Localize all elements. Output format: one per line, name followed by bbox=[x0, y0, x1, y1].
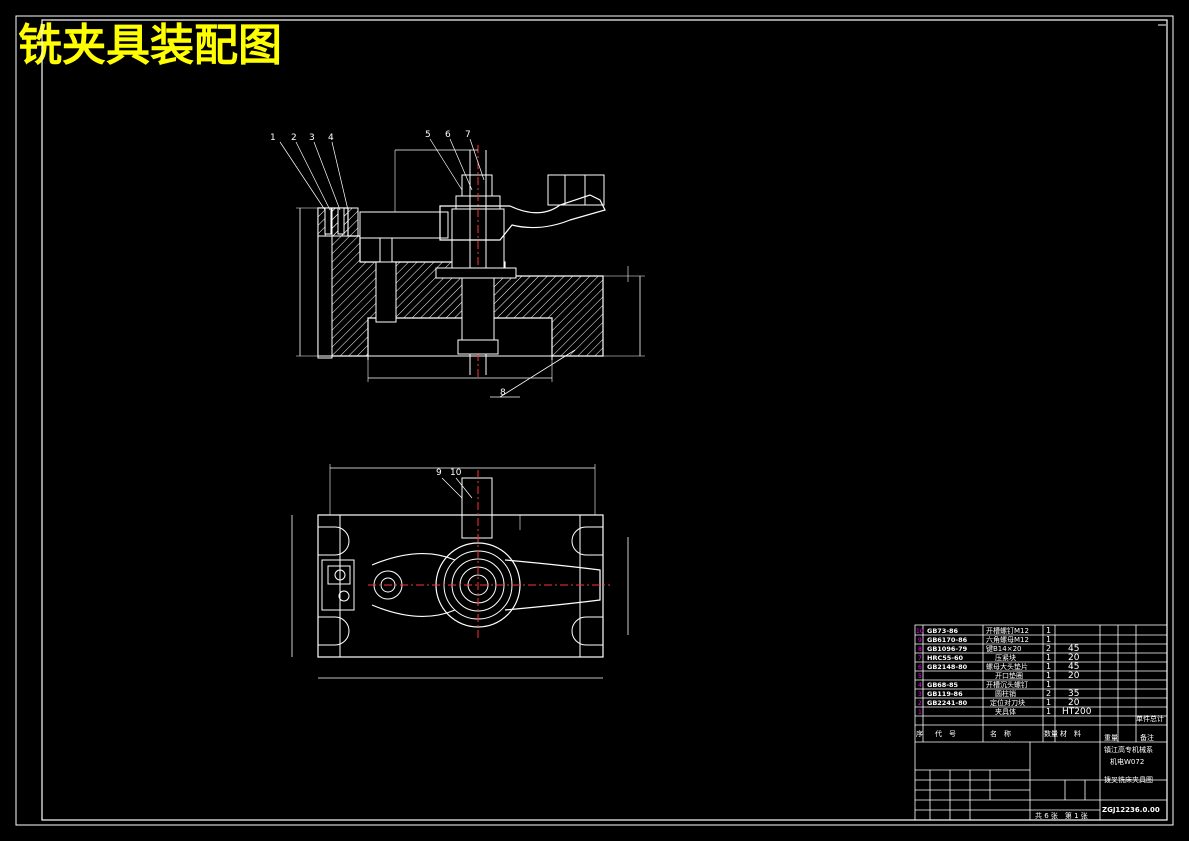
bom-material: HT200 bbox=[1062, 707, 1092, 717]
bom-no: 8 bbox=[918, 646, 922, 653]
bom-material: 35 bbox=[1068, 689, 1079, 699]
bom-header-name: 名 称 bbox=[990, 729, 1011, 738]
bom-code: GB2148-80 bbox=[927, 663, 968, 671]
balloon-2: 2 bbox=[291, 133, 297, 143]
bom-material: 45 bbox=[1068, 662, 1079, 672]
bom-qty: 1 bbox=[1046, 671, 1051, 680]
drawing-title: 铣夹具装配图 bbox=[18, 20, 282, 71]
bom-code: HRC55-60 bbox=[927, 654, 963, 662]
balloon-3: 3 bbox=[309, 133, 315, 143]
bom-no: 9 bbox=[918, 637, 922, 644]
bom-no: 1 bbox=[918, 709, 922, 716]
bom-name: 开槽沉头螺钉 bbox=[986, 680, 1028, 689]
bom-name: 定位对刀块 bbox=[990, 698, 1025, 707]
bom-qty: 1 bbox=[1046, 680, 1051, 689]
bom-qty: 1 bbox=[1046, 626, 1051, 635]
bom-no: 5 bbox=[918, 673, 922, 680]
class-name: 机电W072 bbox=[1110, 757, 1144, 766]
bom-header-no: 序 bbox=[916, 729, 923, 738]
bom-material: 20 bbox=[1068, 653, 1080, 663]
balloon-5: 5 bbox=[425, 130, 431, 140]
balloon-7: 7 bbox=[465, 130, 471, 140]
balloon-10: 10 bbox=[450, 468, 462, 478]
bom-code: GB73-86 bbox=[927, 627, 959, 635]
bom-material: 20 bbox=[1068, 698, 1080, 708]
bom-code: GB119-86 bbox=[927, 690, 963, 698]
bom-no: 10 bbox=[916, 628, 924, 635]
bom-code: GB2241-80 bbox=[927, 699, 968, 707]
bom-qty: 1 bbox=[1046, 707, 1051, 716]
school-name: 镇江高专机械系 bbox=[1104, 745, 1153, 754]
bom-name: 压紧块 bbox=[995, 653, 1016, 662]
sheet-count: 共 6 张 第 1 张 bbox=[1035, 811, 1088, 820]
bom-no: 4 bbox=[918, 682, 922, 689]
bom-qty: 1 bbox=[1046, 662, 1051, 671]
bom-text: 10 9 8 7 6 5 4 3 2 1 GB73-86 GB6170-86 G… bbox=[916, 626, 1164, 820]
front-view bbox=[279, 138, 645, 398]
balloon-1: 1 bbox=[270, 133, 276, 143]
bom-qty: 1 bbox=[1046, 698, 1051, 707]
bom-code: GB68-85 bbox=[927, 681, 959, 689]
bom-name: 开槽螺钉M12 bbox=[986, 626, 1029, 635]
bom-qty: 2 bbox=[1046, 644, 1051, 653]
outer-border bbox=[15, 15, 1174, 826]
title-block bbox=[914, 624, 1168, 821]
bom-name: 圆柱销 bbox=[995, 689, 1016, 698]
front-balloons: 1 2 3 4 5 6 7 8 bbox=[270, 130, 506, 398]
balloon-6: 6 bbox=[445, 130, 451, 140]
plan-view bbox=[291, 464, 629, 679]
bom-name: 开口垫圈 bbox=[995, 671, 1023, 680]
bom-header-code: 代 号 bbox=[935, 729, 956, 738]
clamp-arm bbox=[439, 194, 606, 241]
bom-name: 夹具体 bbox=[995, 707, 1016, 716]
bom-material: 45 bbox=[1068, 644, 1079, 654]
balloon-4: 4 bbox=[328, 133, 334, 143]
plan-balloons: 9 10 bbox=[436, 468, 462, 478]
bom-qty: 2 bbox=[1046, 689, 1051, 698]
bom-name: 键B14×20 bbox=[986, 644, 1021, 653]
balloon-8: 8 bbox=[500, 388, 506, 398]
bom-qty: 1 bbox=[1046, 635, 1051, 644]
bom-no: 2 bbox=[918, 700, 922, 707]
bom-weight-label: 单件总计 bbox=[1136, 714, 1164, 723]
bom-no: 6 bbox=[918, 664, 922, 671]
drawing-name: 拨叉铣床夹具图 bbox=[1104, 775, 1153, 784]
bom-header-material: 材 料 bbox=[1060, 729, 1081, 738]
balloon-9: 9 bbox=[436, 468, 442, 478]
bom-header-remark: 备注 bbox=[1140, 733, 1154, 742]
inner-border bbox=[41, 19, 1168, 821]
bom-name: 六角螺母M12 bbox=[986, 635, 1029, 644]
bom-name: 螺母大头垫片 bbox=[986, 662, 1028, 671]
drawing-number: ZGJ12236.0.00 bbox=[1102, 806, 1160, 814]
bom-material: 20 bbox=[1068, 671, 1080, 681]
bom-qty: 1 bbox=[1046, 653, 1051, 662]
base-plate bbox=[317, 514, 604, 658]
bom-code: GB6170-86 bbox=[927, 636, 968, 644]
bom-header-weight: 重量 bbox=[1104, 734, 1118, 742]
bom-no: 7 bbox=[918, 655, 922, 662]
bom-no: 3 bbox=[918, 691, 922, 698]
bom-code: GB1096-79 bbox=[927, 645, 968, 653]
bom-header-qty: 数量 bbox=[1044, 729, 1058, 738]
